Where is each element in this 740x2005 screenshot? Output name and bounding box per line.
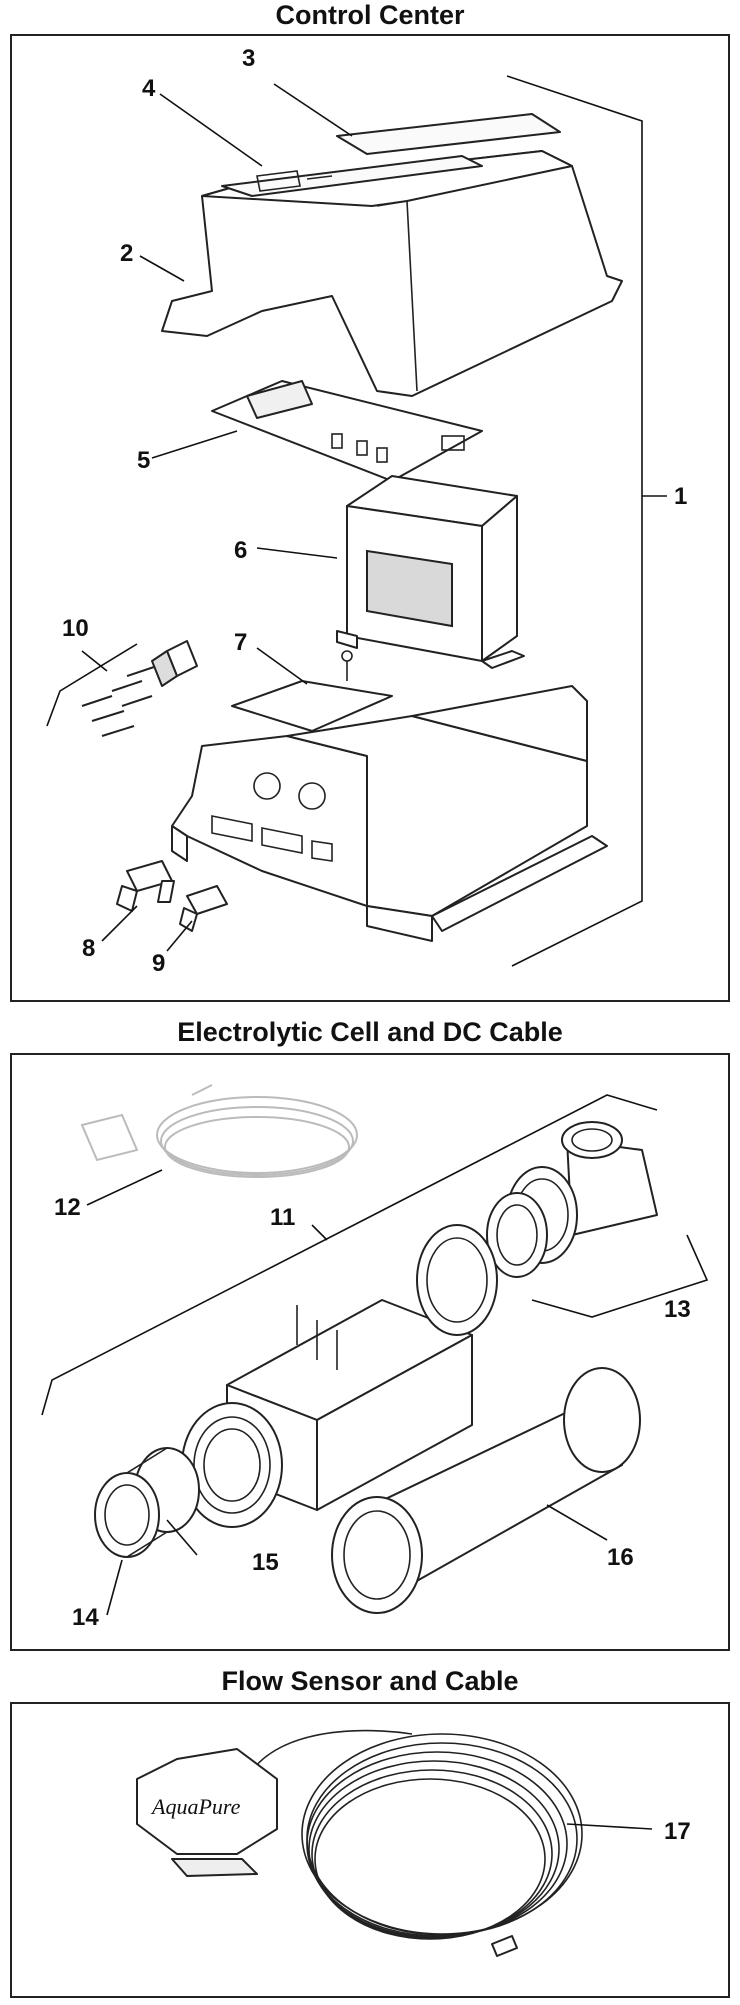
- callout-17: 17: [664, 1818, 691, 1845]
- relay-board: [231, 650, 393, 732]
- strain-relief-9: [179, 885, 228, 932]
- callout-4: 4: [142, 75, 156, 102]
- callout-5: 5: [137, 447, 150, 474]
- bracket-item-11: [41, 1094, 658, 1416]
- callout-11: 11: [270, 1204, 295, 1231]
- control-center-exploded-view: 1 3 4 2 5: [46, 45, 687, 977]
- callout-16: 16: [607, 1544, 634, 1571]
- union-fitting: [94, 1447, 200, 1558]
- chassis: [171, 685, 608, 942]
- bracket-item-1: [506, 75, 643, 967]
- electrolytic-cell-exploded-view: 12 11 13: [41, 1084, 709, 1631]
- section-title-electrolytic-cell: Electrolytic Cell and DC Cable: [177, 1017, 563, 1047]
- aquapure-logo: AquaPure: [150, 1794, 241, 1819]
- section-title-flow-sensor: Flow Sensor and Cable: [221, 1666, 519, 1696]
- flow-sensor-view: AquaPure 17: [136, 1729, 691, 1957]
- tee-fitting: [486, 1121, 658, 1278]
- panel-flow-sensor: AquaPure 17: [10, 1702, 730, 1998]
- callout-8: 8: [82, 935, 95, 962]
- callout-9: 9: [152, 950, 165, 977]
- strain-relief-8: [116, 860, 175, 912]
- callout-3: 3: [242, 45, 255, 72]
- callout-14: 14: [72, 1604, 99, 1631]
- callout-6: 6: [234, 537, 247, 564]
- callout-2: 2: [120, 240, 133, 267]
- hardware-kit: [46, 640, 198, 737]
- callout-7: 7: [234, 629, 247, 656]
- flow-sensor: AquaPure: [136, 1748, 278, 1877]
- transformer: [336, 475, 525, 669]
- dc-cable: [80, 1084, 358, 1178]
- callout-1: 1: [674, 483, 687, 510]
- panel-electrolytic-cell: 12 11 13: [10, 1053, 730, 1651]
- callout-10: 10: [62, 615, 89, 642]
- bracket-item-13: [531, 1234, 709, 1318]
- cover: [161, 113, 623, 397]
- callout-15: 15: [252, 1549, 279, 1576]
- panel-control-center: 1 3 4 2 5: [10, 34, 730, 1002]
- flow-sensor-cable: [241, 1729, 583, 1957]
- callout-12: 12: [54, 1194, 81, 1221]
- section-title-control-center: Control Center: [275, 0, 465, 30]
- spool-pipe: [331, 1367, 641, 1614]
- circuit-board: [211, 380, 483, 482]
- cell-body: [181, 1224, 498, 1528]
- callout-13: 13: [664, 1296, 691, 1323]
